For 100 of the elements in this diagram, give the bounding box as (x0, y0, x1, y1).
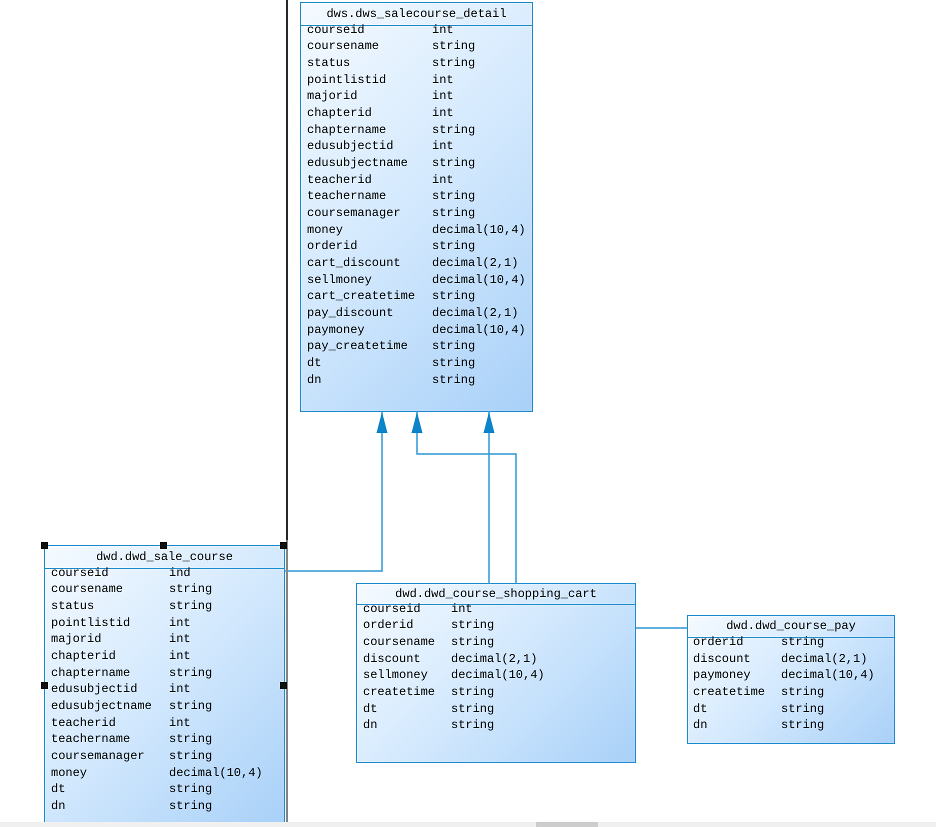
column-name: discount (693, 650, 751, 667)
connector-line (636, 627, 687, 629)
data-type: int (432, 88, 454, 104)
table-box (687, 615, 895, 744)
data-type: int (451, 600, 473, 617)
column-name: coursename (363, 634, 436, 650)
column-name: sellmoney (307, 272, 372, 288)
column-name: courseid (363, 600, 421, 617)
data-type: int (169, 614, 191, 631)
column-name: orderid (363, 617, 414, 634)
table-box (300, 2, 533, 412)
table-title: dwd.dwd_course_shopping_cart (395, 586, 597, 602)
data-type: string (781, 634, 824, 650)
data-type: decimal(10,4) (451, 667, 545, 684)
column-name: chapterid (307, 105, 372, 122)
data-type: string (169, 798, 212, 814)
column-name: majorid (307, 88, 358, 104)
data-type: string (432, 238, 476, 254)
data-type: string (169, 598, 212, 614)
data-type: int (169, 648, 191, 664)
table-title: dws.dws_salecourse_detail (326, 6, 507, 22)
data-type: decimal(2,1) (451, 650, 538, 667)
column-name: pointlistid (51, 614, 130, 631)
column-name: pay_discount (307, 305, 394, 322)
data-type: string (432, 188, 476, 204)
data-type: string (432, 372, 476, 388)
data-type: string (451, 634, 494, 650)
column-name: dn (363, 717, 378, 734)
column-name: status (307, 55, 350, 72)
column-name: dt (51, 781, 66, 798)
data-type: string (451, 684, 494, 700)
data-type: int (432, 72, 454, 88)
column-name: courseid (51, 564, 109, 581)
column-name: pay_createtime (307, 338, 408, 354)
data-type: decimal(10,4) (432, 222, 526, 238)
connector-arrow (412, 412, 517, 583)
column-name: orderid (693, 634, 744, 650)
data-type: decimal(2,1) (432, 305, 518, 322)
column-name: status (51, 598, 94, 614)
data-type: string (432, 288, 476, 304)
connector-arrow (285, 412, 388, 572)
column-name: teachername (51, 731, 130, 748)
column-name: majorid (51, 631, 102, 648)
data-type: string (781, 684, 824, 700)
column-name: createtime (363, 684, 436, 700)
column-name: teacherid (307, 172, 372, 188)
data-type: string (169, 698, 212, 714)
data-type: int (432, 22, 454, 38)
data-type: string (169, 781, 212, 798)
data-type: string (451, 717, 494, 734)
column-name: paymoney (693, 667, 751, 684)
column-name: paymoney (307, 322, 365, 338)
data-type: string (169, 581, 212, 598)
data-type: string (451, 617, 494, 634)
column-name: edusubjectname (307, 155, 408, 172)
column-name: orderid (307, 238, 358, 254)
table-title: dwd.dwd_course_pay (726, 619, 856, 634)
data-type: string (432, 155, 476, 172)
data-type: string (781, 717, 824, 734)
column-name: sellmoney (363, 667, 428, 684)
data-type: int (169, 631, 191, 648)
table-box (356, 583, 636, 763)
data-type: string (432, 38, 476, 54)
column-name: coursename (307, 38, 380, 54)
data-type: ind (169, 564, 191, 581)
column-name: pointlistid (307, 72, 386, 88)
column-name: teachername (307, 188, 386, 204)
column-name: coursemanager (307, 205, 401, 222)
data-type: decimal(10,4) (432, 272, 526, 288)
data-type: string (432, 355, 476, 372)
data-type: string (432, 338, 476, 354)
table-box (44, 545, 285, 824)
column-name: money (307, 222, 344, 238)
data-type: string (169, 664, 212, 681)
data-type: int (169, 681, 191, 698)
column-name: dt (363, 700, 378, 717)
column-name: dt (693, 700, 708, 717)
data-type: int (169, 714, 191, 731)
data-type: string (432, 122, 476, 138)
data-type: decimal(10,4) (169, 764, 263, 781)
column-name: money (51, 764, 88, 781)
column-name: dt (307, 355, 322, 372)
column-name: chaptername (307, 122, 386, 138)
data-type: decimal(2,1) (781, 650, 868, 667)
connector-arrow (484, 412, 494, 583)
column-name: chaptername (51, 664, 130, 681)
data-type: string (781, 700, 824, 717)
column-name: edusubjectid (307, 138, 394, 154)
data-type: int (432, 105, 454, 122)
column-name: coursemanager (51, 748, 145, 764)
column-name: cart_discount (307, 255, 401, 272)
column-name: teacherid (51, 714, 116, 731)
column-name: discount (363, 650, 421, 667)
column-name: dn (51, 798, 66, 814)
data-type: string (432, 205, 476, 222)
data-type: int (432, 172, 454, 188)
data-type: decimal(2,1) (432, 255, 518, 272)
column-name: coursename (51, 581, 124, 598)
column-name: createtime (693, 684, 766, 700)
column-name: cart_createtime (307, 288, 416, 304)
